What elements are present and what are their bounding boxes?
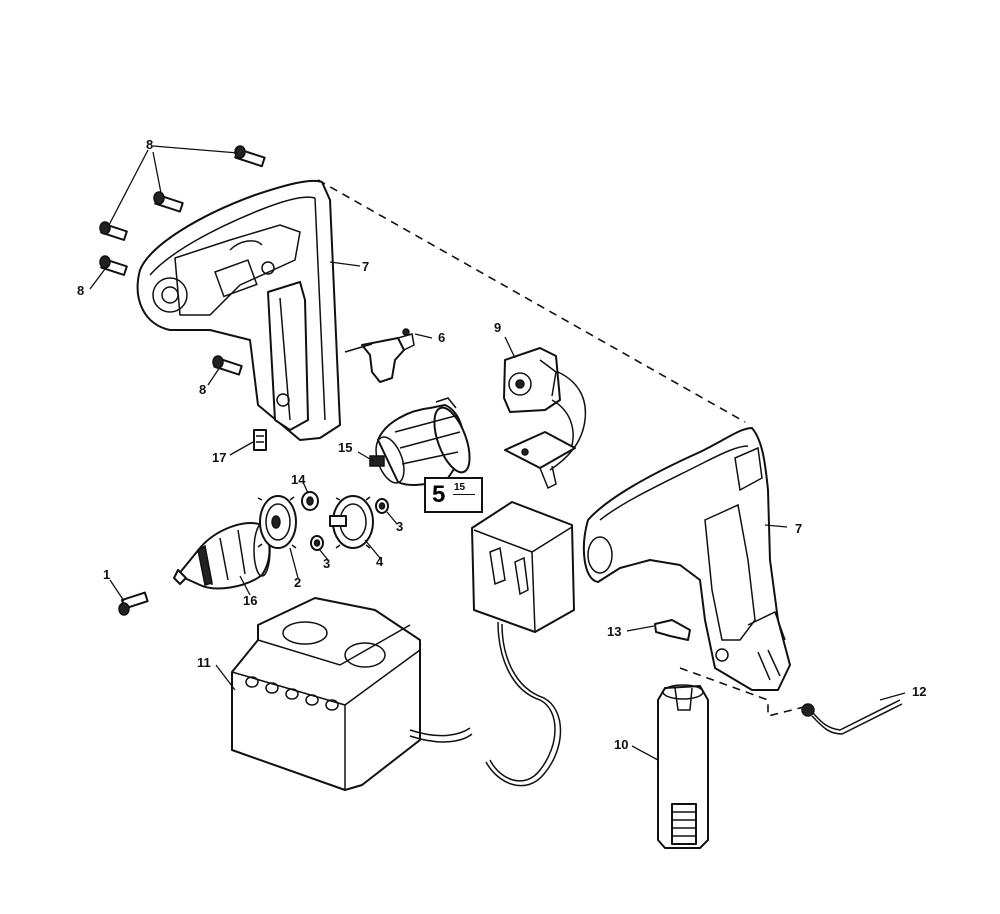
- callout-9: 9: [494, 320, 502, 335]
- gear-4: [329, 495, 374, 549]
- screw-8-fourth: [99, 255, 128, 276]
- screw-8-third: [99, 221, 128, 241]
- callout-1: 1: [103, 567, 111, 582]
- callout-4: 4: [376, 554, 384, 569]
- right-housing-half: [582, 427, 791, 691]
- motor-reference-box: 5 15: [424, 477, 483, 513]
- left-housing-half: [136, 179, 341, 441]
- battery-clip-13: [654, 619, 691, 641]
- assembly-dashed-line-lower: [679, 667, 809, 718]
- callout-16: 16: [243, 593, 258, 608]
- terminal-lead-12: [801, 699, 903, 735]
- screw-8-top: [234, 145, 266, 168]
- forward-reverse-switch: [344, 328, 415, 383]
- callout-2: 2: [294, 575, 302, 590]
- motor: [369, 397, 471, 486]
- charger-base: [231, 597, 473, 791]
- assembly-dashed-line: [317, 179, 746, 423]
- callout-11: 11: [197, 655, 211, 670]
- motor-box-subnumber: 15: [454, 482, 466, 493]
- bushing-3-right: [375, 498, 389, 514]
- motor-box-rule: [453, 494, 475, 495]
- callout-12: 12: [912, 684, 927, 699]
- callout-8-top: 8: [146, 137, 154, 152]
- washer-14: [301, 491, 319, 511]
- trigger-switch-assembly: [503, 347, 587, 490]
- callout-3-left: 3: [323, 556, 331, 571]
- callout-7-left-housing: 7: [362, 259, 370, 274]
- callout-17: 17: [212, 450, 227, 465]
- callout-10: 10: [614, 737, 629, 752]
- callout-15: 15: [338, 440, 353, 455]
- motor-box-number: 5: [432, 481, 446, 508]
- callout-14: 14: [291, 472, 306, 487]
- contact-plate-17: [253, 429, 267, 451]
- callout-6: 6: [438, 330, 446, 345]
- battery-pack: [657, 684, 709, 849]
- gear-2: [257, 495, 297, 549]
- screw-8-second: [153, 191, 184, 213]
- charger-adapter: [471, 501, 575, 787]
- callout-8-lower: 8: [199, 382, 207, 397]
- leader-lines: [89, 145, 906, 761]
- callout-13: 13: [607, 624, 622, 639]
- callout-3-right: 3: [396, 519, 404, 534]
- callout-7-right-housing: 7: [795, 521, 803, 536]
- callout-8-left: 8: [77, 283, 85, 298]
- drill-chuck: [173, 522, 271, 590]
- screw-8-lower: [212, 355, 243, 376]
- bushing-3-left: [310, 535, 324, 551]
- screw-1: [118, 591, 149, 616]
